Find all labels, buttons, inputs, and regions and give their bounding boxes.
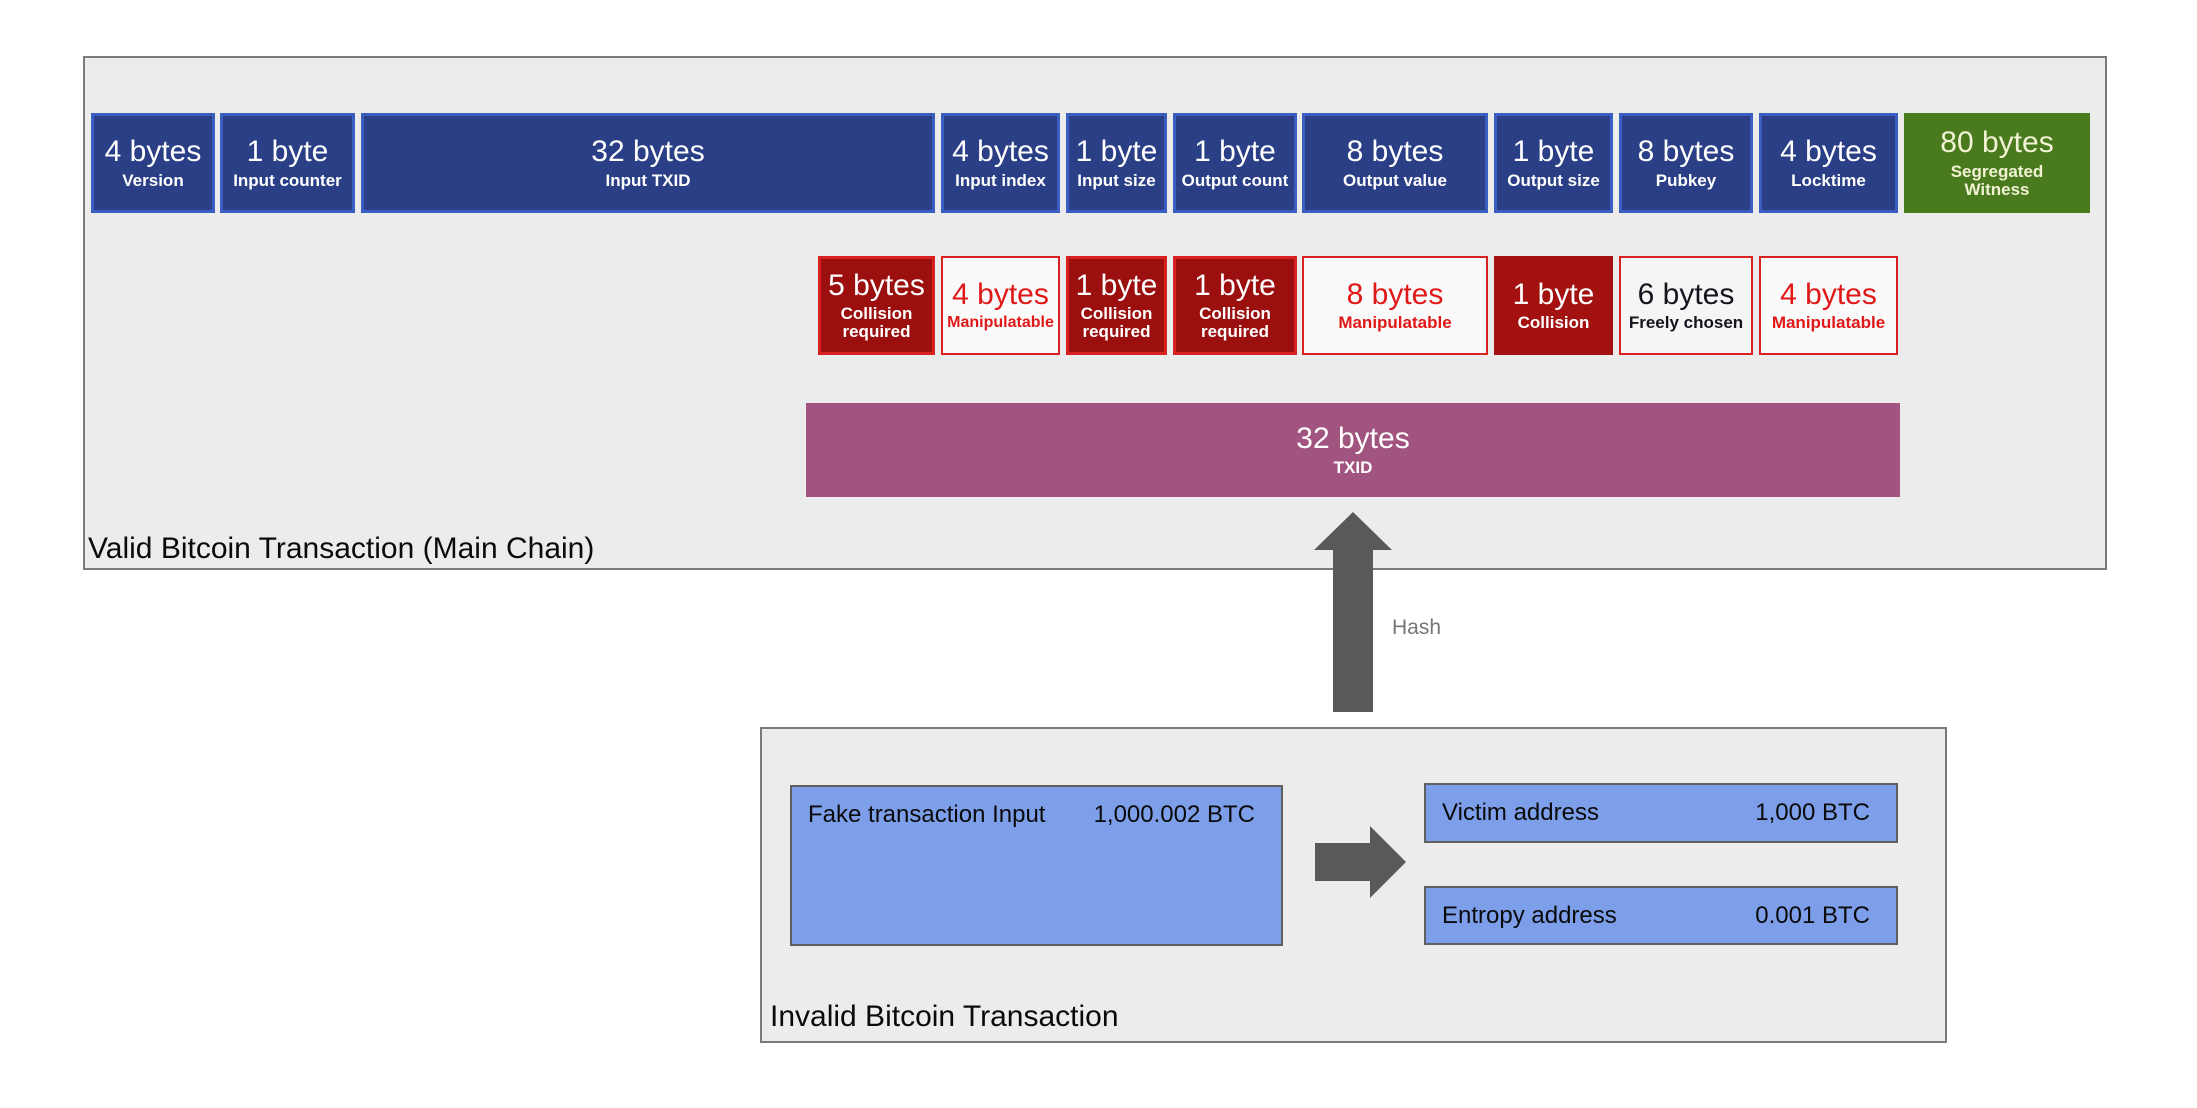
field-segregated-witness: 80 bytes Segregated Witness (1904, 113, 2090, 213)
field-size: 1 byte (1075, 268, 1158, 302)
attack-manipulatable-2: 8 bytes Manipulatable (1302, 256, 1488, 355)
field-sublabel: Output count (1181, 170, 1289, 190)
field-sublabel: Segregated Witness (1950, 161, 2044, 199)
field-sublabel: Input counter (233, 170, 342, 190)
field-sublabel: Output size (1507, 170, 1600, 190)
field-sublabel: Collision required (1080, 304, 1153, 342)
field-sublabel: TXID (1333, 457, 1373, 477)
hash-label: Hash (1392, 616, 1442, 639)
transfer-arrow-shaft (1315, 843, 1370, 881)
field-size: 1 byte (1512, 277, 1595, 311)
txid-bar: 32 bytes TXID (806, 403, 1900, 497)
field-input-index: 4 bytes Input index (941, 113, 1060, 213)
hash-arrow-shaft (1333, 549, 1373, 712)
field-output-count: 1 byte Output count (1173, 113, 1297, 213)
field-size: 80 bytes (1940, 126, 2054, 160)
field-size: 1 byte (1512, 135, 1595, 169)
attack-collision-required-2: 1 byte Collision required (1066, 256, 1167, 355)
invalid-transaction-label: Invalid Bitcoin Transaction (770, 1000, 1119, 1033)
field-size: 1 byte (246, 135, 329, 169)
field-version: 4 bytes Version (91, 113, 215, 213)
field-size: 1 byte (1194, 135, 1276, 169)
field-sublabel: Input size (1077, 170, 1156, 190)
field-sublabel: Pubkey (1655, 170, 1717, 190)
field-sublabel: Manipulatable (1338, 313, 1452, 333)
fake-input-label: Fake transaction Input (808, 801, 1046, 828)
field-input-size: 1 byte Input size (1066, 113, 1167, 213)
field-pubkey: 8 bytes Pubkey (1619, 113, 1753, 213)
field-size: 4 bytes (104, 135, 202, 169)
field-size: 1 byte (1075, 135, 1158, 169)
valid-transaction-label: Valid Bitcoin Transaction (Main Chain) (88, 532, 595, 565)
field-size: 8 bytes (1346, 277, 1444, 311)
entropy-address-box: Entropy address 0.001 BTC (1424, 886, 1898, 945)
fake-input-box: Fake transaction Input 1,000.002 BTC (790, 785, 1283, 946)
attack-collision-required-3: 1 byte Collision required (1173, 256, 1297, 355)
field-size: 6 bytes (1637, 277, 1735, 311)
attack-manipulatable-3: 4 bytes Manipulatable (1759, 256, 1898, 355)
field-size: 4 bytes (952, 278, 1049, 312)
field-input-txid: 32 bytes Input TXID (361, 113, 935, 213)
field-size: 32 bytes (591, 135, 705, 169)
field-size: 4 bytes (1780, 135, 1877, 169)
field-sublabel: Version (122, 170, 184, 190)
field-size: 5 bytes (828, 268, 925, 302)
field-sublabel: Collision required (840, 304, 913, 342)
attack-collision: 1 byte Collision (1494, 256, 1613, 355)
field-size: 4 bytes (1780, 277, 1877, 311)
fake-input-amount: 1,000.002 BTC (1093, 801, 1255, 828)
field-sublabel: Manipulatable (1771, 313, 1886, 333)
attack-freely-chosen: 6 bytes Freely chosen (1619, 256, 1753, 355)
field-input-counter: 1 byte Input counter (220, 113, 355, 213)
field-locktime: 4 bytes Locktime (1759, 113, 1898, 213)
field-sublabel: Input index (955, 170, 1046, 190)
field-size: 8 bytes (1346, 135, 1444, 169)
victim-address-amount: 1,000 BTC (1755, 799, 1870, 826)
field-sublabel: Locktime (1791, 170, 1866, 190)
hash-arrow-icon (1314, 512, 1392, 550)
field-size: 1 byte (1194, 268, 1276, 302)
field-sublabel: Input TXID (605, 170, 691, 190)
attack-manipulatable-1: 4 bytes Manipulatable (941, 256, 1060, 355)
transfer-arrow-icon (1370, 826, 1406, 898)
entropy-address-label: Entropy address (1442, 902, 1617, 929)
victim-address-box: Victim address 1,000 BTC (1424, 783, 1898, 843)
attack-collision-required-1: 5 bytes Collision required (818, 256, 935, 355)
field-size: 8 bytes (1637, 135, 1735, 169)
entropy-address-amount: 0.001 BTC (1755, 902, 1870, 929)
field-sublabel: Manipulatable (947, 313, 1054, 331)
victim-address-label: Victim address (1442, 799, 1599, 826)
field-size: 32 bytes (1296, 422, 1410, 456)
field-sublabel: Collision (1517, 313, 1590, 333)
field-sublabel: Collision required (1199, 304, 1271, 342)
field-sublabel: Output value (1343, 170, 1447, 190)
field-output-size: 1 byte Output size (1494, 113, 1613, 213)
field-size: 4 bytes (952, 135, 1049, 169)
field-output-value: 8 bytes Output value (1302, 113, 1488, 213)
field-sublabel: Freely chosen (1628, 313, 1744, 333)
